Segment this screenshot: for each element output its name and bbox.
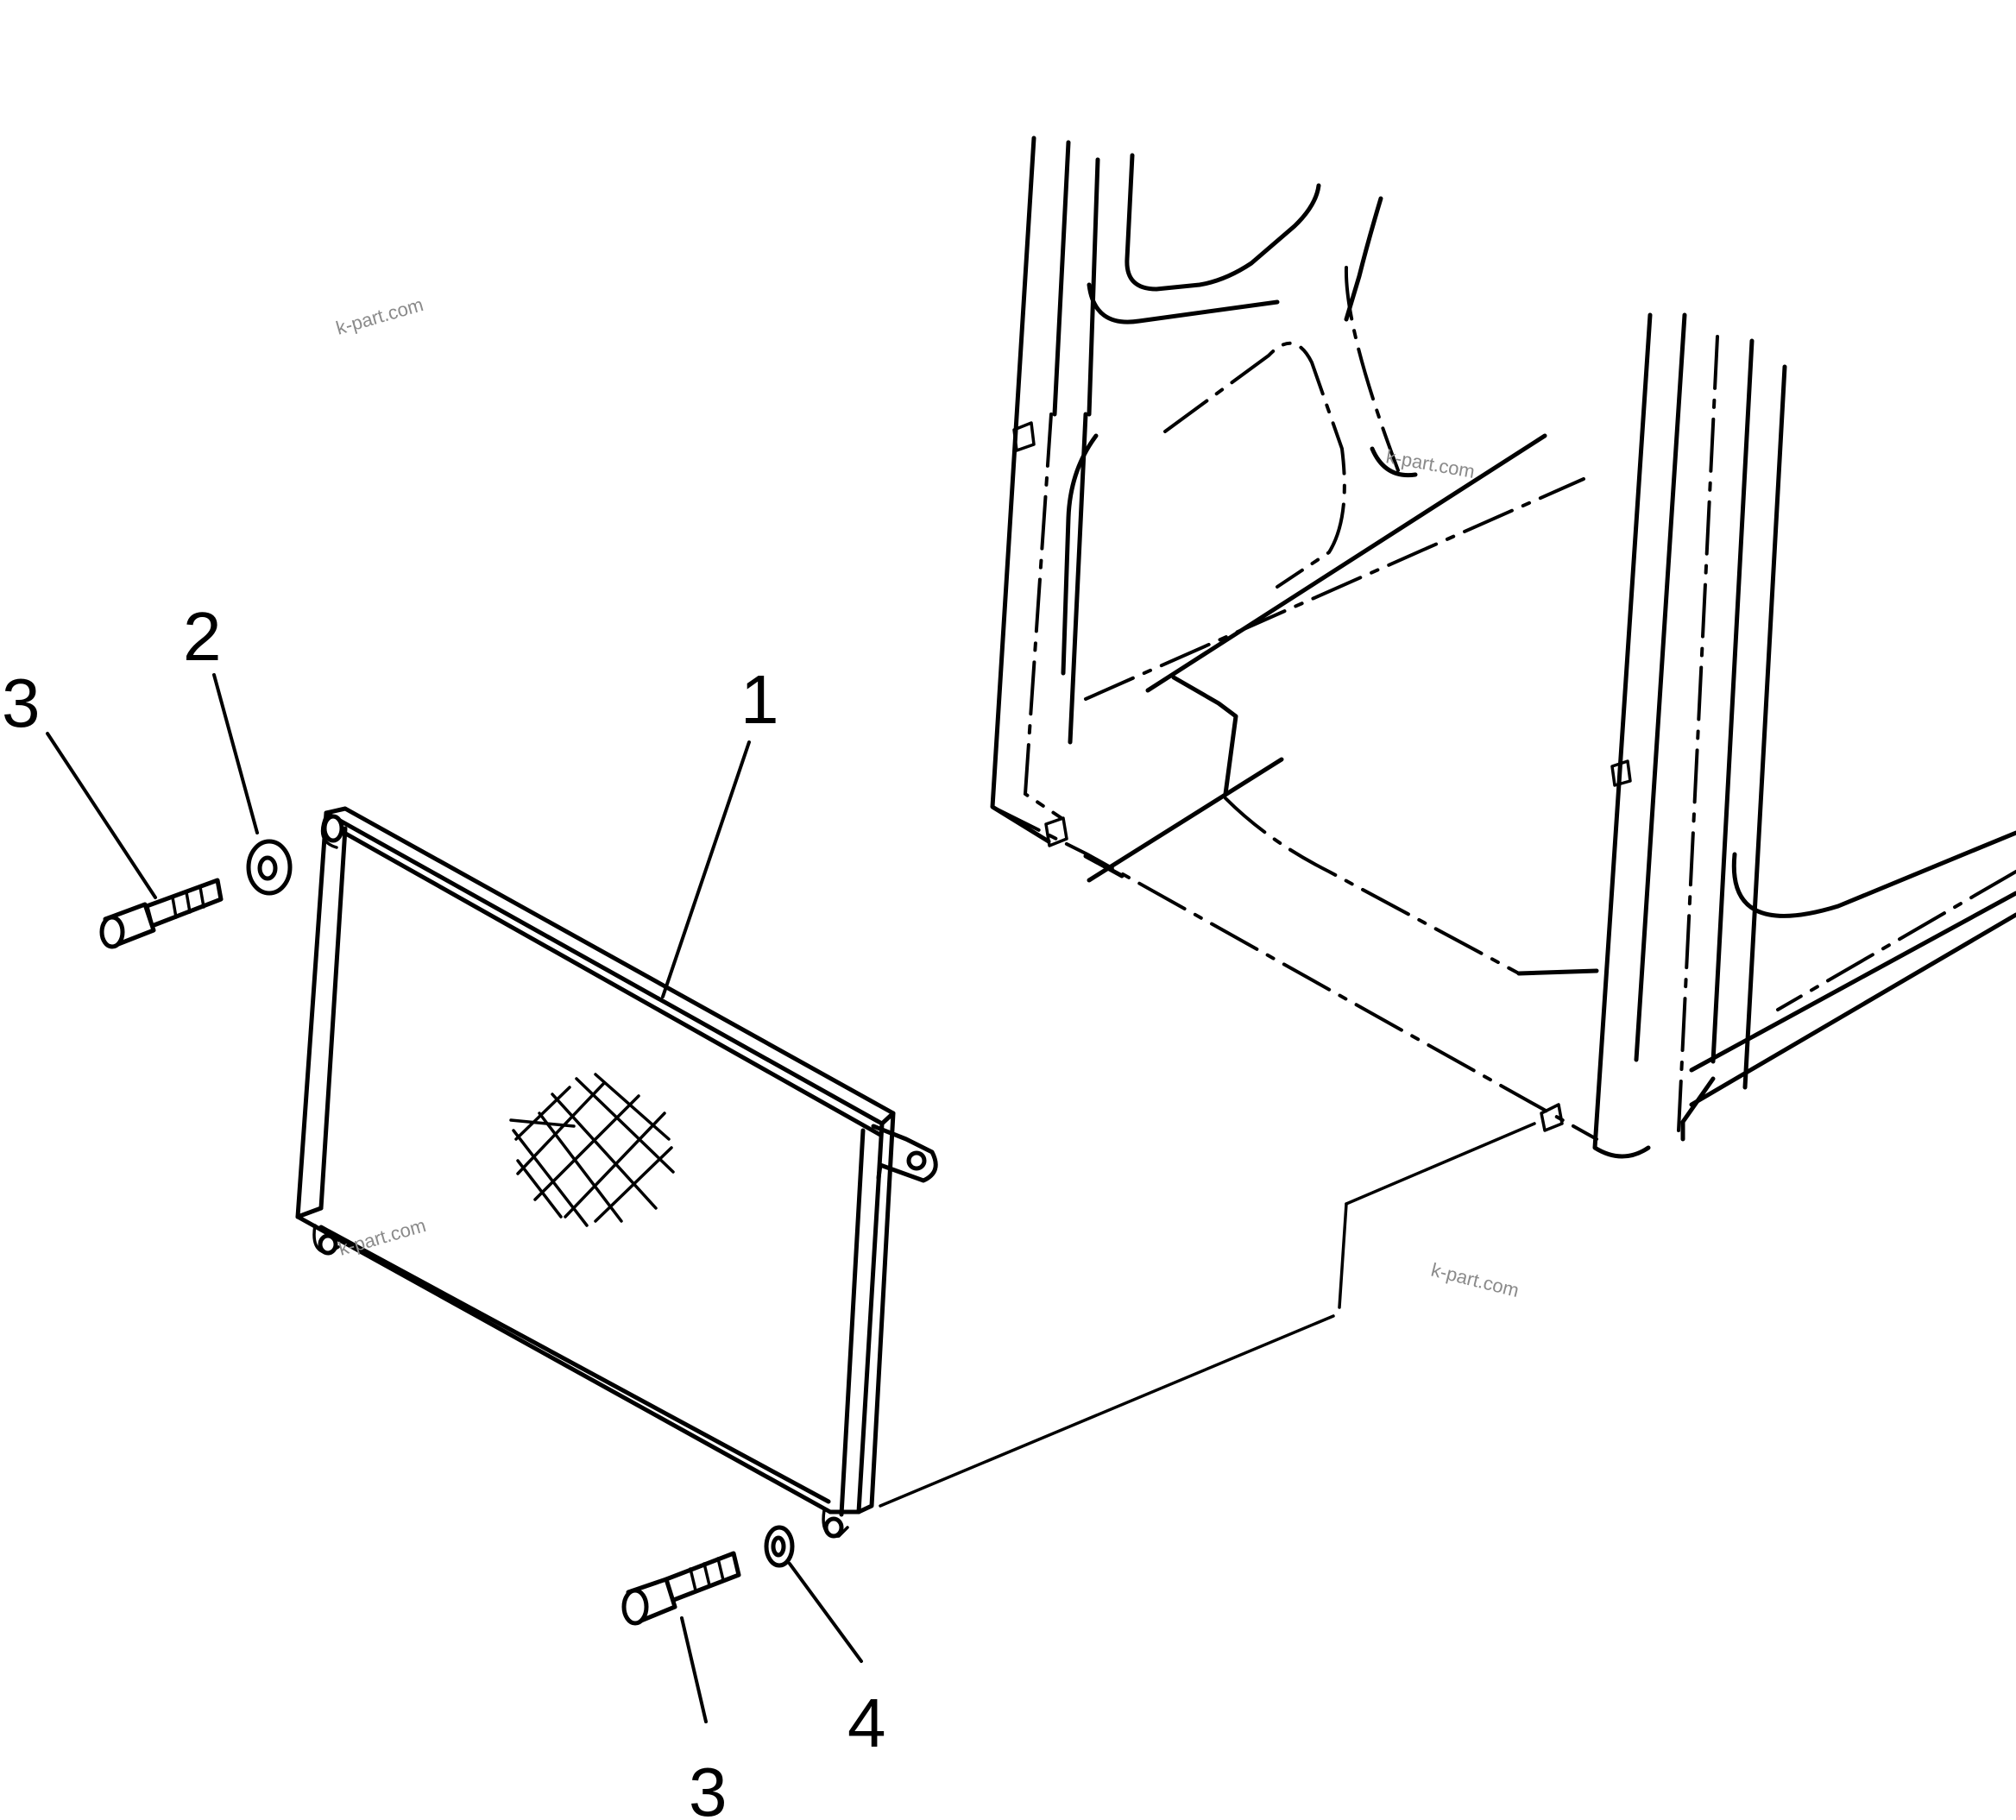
washer-upper [246, 839, 293, 896]
callout-washer-upper: 2 [183, 598, 222, 675]
callout-guard: 1 [740, 661, 779, 738]
watermark: k-part.com [333, 293, 425, 339]
guard-frame [295, 806, 938, 1539]
bolt-upper [99, 878, 224, 949]
callout-bolt-lower: 3 [689, 1754, 728, 1820]
bolt-lower [621, 1551, 741, 1626]
watermark: k-part.com [336, 1214, 428, 1260]
callout-bolt-upper: 3 [2, 664, 41, 741]
watermark: k-part.com [1429, 1259, 1521, 1301]
callout-washer-lower: 4 [847, 1685, 886, 1761]
leader-lines [46, 673, 863, 1723]
mesh-pattern [509, 1073, 675, 1227]
cab-frame [879, 135, 2016, 1508]
watermark: k-part.com [1384, 445, 1477, 482]
washer-lower [764, 1525, 795, 1568]
